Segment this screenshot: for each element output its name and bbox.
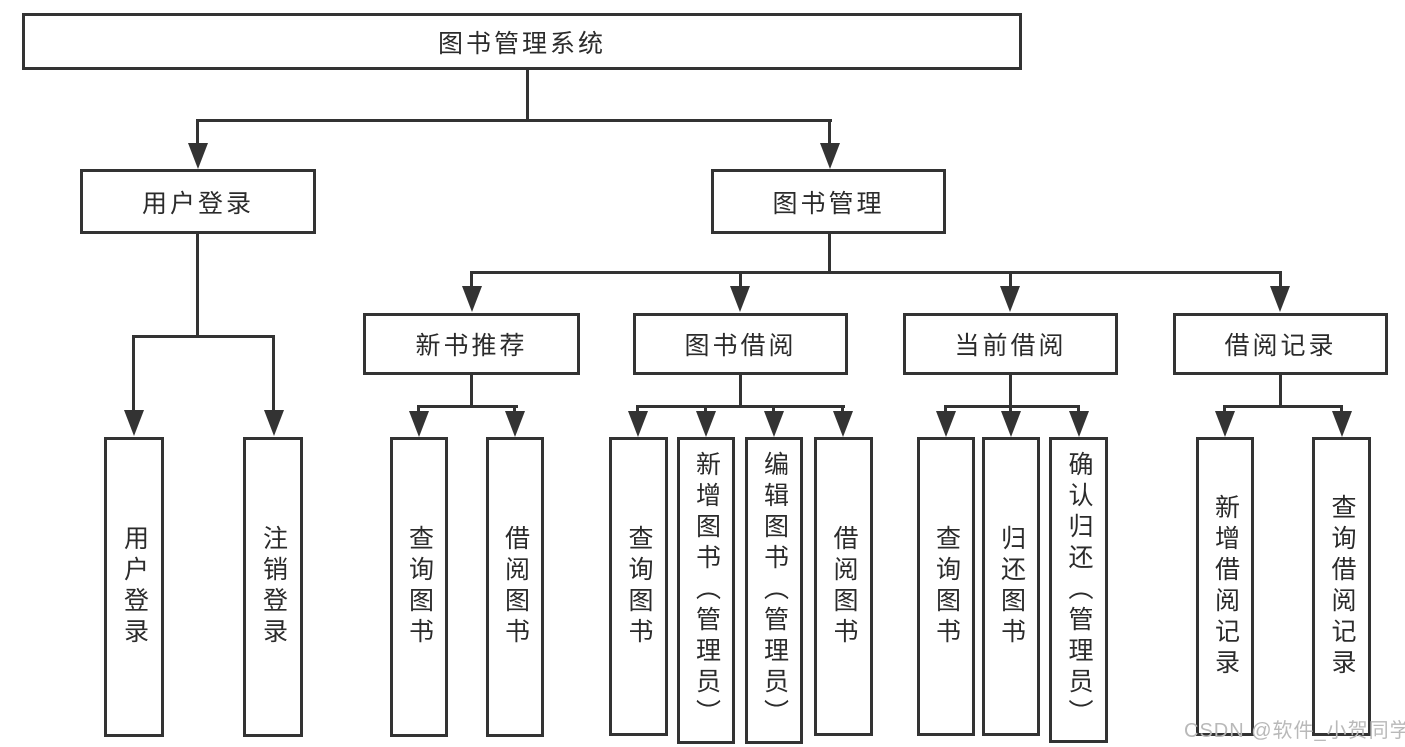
- connector-book-mgmt-stub: [828, 233, 831, 273]
- node-library-management-system: 图书管理系统: [22, 13, 1022, 70]
- arrow-down-icon: [505, 411, 525, 437]
- connector-leaf-drop: [841, 407, 844, 413]
- connector-user-login-drop: [196, 121, 199, 145]
- arrow-down-icon: [696, 411, 716, 437]
- connector-cb-stub: [1009, 375, 1012, 407]
- arrow-down-icon: [264, 410, 284, 436]
- connector-leaf-drop: [772, 407, 775, 413]
- connector-leaf-drop: [1077, 407, 1080, 413]
- node-book-borrow: 图书借阅: [633, 313, 848, 375]
- node-leaf-br-add-record: 新增借阅记录: [1196, 437, 1254, 736]
- connector-root-stub: [526, 70, 529, 120]
- arrow-down-icon: [1069, 411, 1089, 437]
- connector-nbr-hbar: [417, 405, 518, 408]
- connector-br-hbar: [1223, 405, 1343, 408]
- connector-leaf-drop: [704, 407, 707, 413]
- arrow-down-icon: [833, 411, 853, 437]
- arrow-down-icon: [628, 411, 648, 437]
- arrow-down-icon: [730, 286, 750, 312]
- connector-leaf-drop: [636, 407, 639, 413]
- csdn-watermark: CSDN @软件_小贺同学: [1184, 720, 1405, 742]
- connector-leaf-drop: [1223, 407, 1226, 413]
- arrow-down-icon: [820, 143, 840, 169]
- arrow-down-icon: [1270, 286, 1290, 312]
- node-leaf-bb-edit-books: 编辑图书（管理员）: [745, 437, 803, 744]
- connector-leaf-drop: [1340, 407, 1343, 413]
- connector-leaf-drop: [132, 337, 135, 411]
- arrow-down-icon: [1000, 286, 1020, 312]
- connector-bb-stub: [739, 375, 742, 407]
- arrow-down-icon: [936, 411, 956, 437]
- arrow-down-icon: [124, 410, 144, 436]
- connector-level3-drop: [739, 273, 742, 287]
- arrow-down-icon: [409, 411, 429, 437]
- node-leaf-cb-query-books: 查询图书: [917, 437, 975, 736]
- node-leaf-nbr-borrow-books: 借阅图书: [486, 437, 544, 737]
- node-leaf-cb-confirm-return: 确认归还（管理员）: [1049, 437, 1108, 743]
- node-leaf-bb-borrow-books: 借阅图书: [814, 437, 873, 736]
- connector-leaf-drop: [1009, 407, 1012, 413]
- connector-cb-hbar: [944, 405, 1080, 408]
- connector-book-mgmt-drop: [828, 121, 831, 145]
- connector-leaf-drop: [944, 407, 947, 413]
- connector-user-login-hbar: [132, 335, 275, 338]
- arrow-down-icon: [764, 411, 784, 437]
- connector-leaf-drop: [417, 407, 420, 413]
- node-leaf-logout: 注销登录: [243, 437, 303, 737]
- node-leaf-bb-add-books: 新增图书（管理员）: [677, 437, 735, 744]
- connector-level3-drop: [1009, 273, 1012, 287]
- arrow-down-icon: [462, 286, 482, 312]
- connector-bb-hbar: [636, 405, 845, 408]
- node-leaf-nbr-query-books: 查询图书: [390, 437, 448, 737]
- connector-user-login-stub: [196, 233, 199, 337]
- node-leaf-br-query-record: 查询借阅记录: [1312, 437, 1371, 736]
- node-leaf-user-login: 用户登录: [104, 437, 164, 737]
- node-user-login-group: 用户登录: [80, 169, 316, 234]
- connector-leaf-drop: [513, 407, 516, 413]
- node-leaf-bb-query-books: 查询图书: [609, 437, 668, 736]
- node-leaf-cb-return-books: 归还图书: [982, 437, 1040, 736]
- connector-book-mgmt-hbar: [470, 271, 1282, 274]
- node-book-management-group: 图书管理: [711, 169, 946, 234]
- connector-leaf-drop: [272, 337, 275, 411]
- connector-nbr-stub: [470, 375, 473, 407]
- node-borrow-records: 借阅记录: [1173, 313, 1388, 375]
- node-current-borrow: 当前借阅: [903, 313, 1118, 375]
- arrow-down-icon: [1332, 411, 1352, 437]
- node-new-book-recommend: 新书推荐: [363, 313, 580, 375]
- arrow-down-icon: [188, 143, 208, 169]
- arrow-down-icon: [1215, 411, 1235, 437]
- arrow-down-icon: [1001, 411, 1021, 437]
- connector-level3-drop: [470, 273, 473, 287]
- connector-level3-drop: [1279, 273, 1282, 287]
- connector-root-hbar: [196, 119, 832, 122]
- connector-br-stub: [1279, 375, 1282, 407]
